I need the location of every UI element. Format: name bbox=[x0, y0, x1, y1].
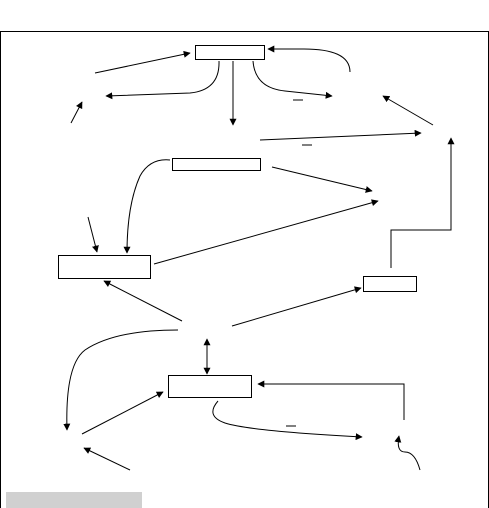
arrow-middle-box-to-right bbox=[271, 166, 373, 193]
arrow-left-box-to-upper-right bbox=[153, 199, 379, 265]
legend-bar bbox=[6, 492, 142, 508]
arrow-to-left-box-from-center bbox=[103, 280, 183, 322]
lower-center-box bbox=[168, 375, 252, 398]
top-box bbox=[195, 45, 265, 60]
arrow-into-lower-center-box-from-right bbox=[257, 380, 405, 420]
arrow-center-to-right-small-box bbox=[231, 286, 362, 327]
arrow-top-box-to-right bbox=[252, 60, 333, 99]
arrow-top-box-to-left bbox=[105, 60, 220, 100]
arrow-to-upper-right bbox=[382, 95, 434, 126]
arrow-middle-box-to-left-box bbox=[123, 159, 171, 254]
arrow-long-right bbox=[259, 129, 422, 141]
right-small-box bbox=[363, 276, 417, 292]
arrow-large-curve-left bbox=[63, 329, 179, 431]
arrow-loop-into-top-box bbox=[267, 45, 351, 73]
left-box bbox=[58, 255, 151, 279]
arrow-bottom-left bbox=[83, 447, 131, 471]
arrow-lower-center-box-to-right bbox=[212, 400, 363, 441]
arrow-to-top-box-from-left bbox=[94, 50, 191, 74]
arrow-up-right-vertical bbox=[390, 137, 455, 268]
arrow-lower-left-to-center-box bbox=[81, 391, 164, 435]
arrow-up-left-small bbox=[70, 101, 83, 124]
arrow-squiggle-up bbox=[394, 435, 421, 471]
upper-middle-box bbox=[172, 158, 261, 171]
arrow-into-left-box-from-above bbox=[87, 216, 99, 253]
